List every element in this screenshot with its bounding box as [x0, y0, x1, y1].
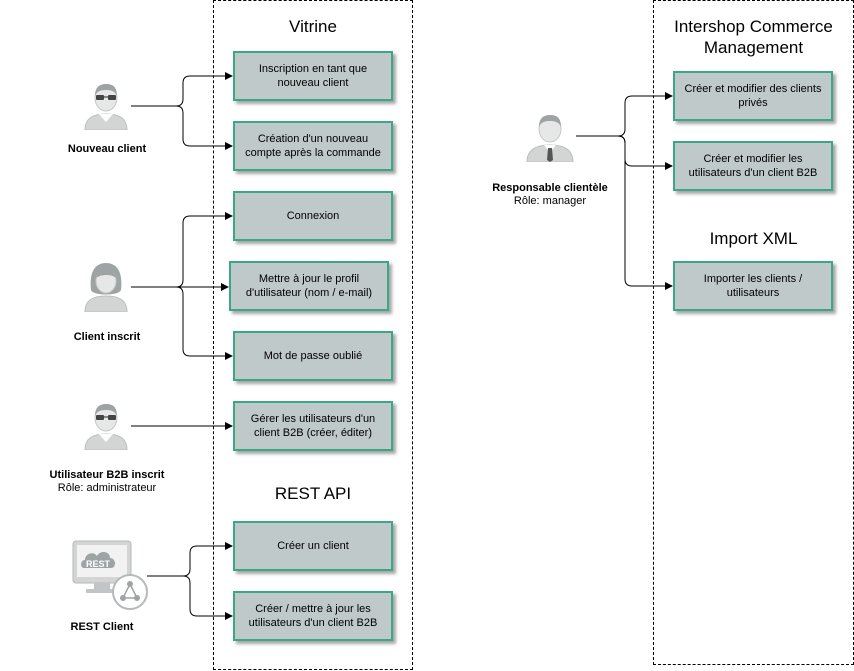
user-manager-icon: [526, 115, 574, 162]
actor-registered-customer-label: Client inscrit: [7, 331, 207, 344]
edge-manager-import: [576, 135, 673, 290]
storefront-container: [213, 0, 413, 670]
section-title-import-xml: Import XML: [709, 229, 798, 248]
edge-manager-private-customers: [576, 92, 673, 137]
actor-new-customer-label: Nouveau client: [7, 143, 207, 156]
user-glasses-icon: [84, 404, 128, 450]
usecase-forgot-password: Mot de passe oublié: [233, 331, 393, 381]
usecase-login: Connexion: [233, 191, 393, 241]
section-title-rest-api: REST API: [274, 484, 352, 503]
usecase-icm-private-customers: Créer et modifier des clients privés: [673, 71, 833, 121]
section-title-icm: Intershop Commerce Management: [674, 17, 833, 57]
edge-new-customer-register: [131, 72, 233, 107]
edge-manager-b2b-users: [576, 135, 673, 170]
actor-b2b-user-role: Rôle: administrateur: [57, 482, 157, 494]
edge-rest-update-users: [147, 575, 233, 620]
edge-rest-create-customer: [147, 542, 233, 577]
actor-b2b-user-name: Utilisateur B2B inscrit: [49, 469, 165, 481]
usecase-icm-b2b-users: Créer et modifier les utilisateurs d'un …: [673, 141, 833, 191]
user-female-icon: [84, 263, 128, 312]
rest-monitor-icon: REST: [72, 540, 148, 610]
usecase-rest-create-customer: Créer un client: [233, 521, 393, 571]
edge-customer-forgot-password: [131, 286, 233, 360]
actor-b2b-user-label: Utilisateur B2B inscrit Rôle: administra…: [7, 469, 207, 495]
usecase-import-customers: Importer les clients / utilisateurs: [673, 261, 833, 311]
usecase-rest-update-users: Créer / mettre à jour les utilisateurs d…: [233, 591, 393, 641]
actor-registered-customer-name: Client inscrit: [73, 331, 141, 343]
usecase-manage-b2b-users: Gérer les utilisateurs d'un client B2B (…: [233, 401, 393, 451]
svg-text:REST: REST: [86, 559, 111, 569]
actor-rest-client-label: REST Client: [2, 621, 202, 634]
user-glasses-icon: [84, 84, 128, 130]
usecase-update-profile: Mettre à jour le profil d'utilisateur (n…: [229, 261, 389, 311]
actor-rest-client-name: REST Client: [70, 621, 134, 633]
actor-new-customer-name: Nouveau client: [67, 143, 147, 155]
actor-account-manager-role: Rôle: manager: [513, 195, 587, 207]
edge-new-customer-create-after-order: [131, 105, 233, 150]
actor-account-manager-name: Responsable clientèle: [492, 182, 608, 194]
actor-account-manager-label: Responsable clientèle Rôle: manager: [450, 182, 650, 208]
usecase-create-after-order: Création d'un nouveau compte après la co…: [233, 121, 393, 171]
edge-customer-login: [131, 212, 233, 288]
usecase-register: Inscription en tant que nouveau client: [233, 51, 393, 101]
section-title-storefront: Vitrine: [289, 17, 337, 36]
